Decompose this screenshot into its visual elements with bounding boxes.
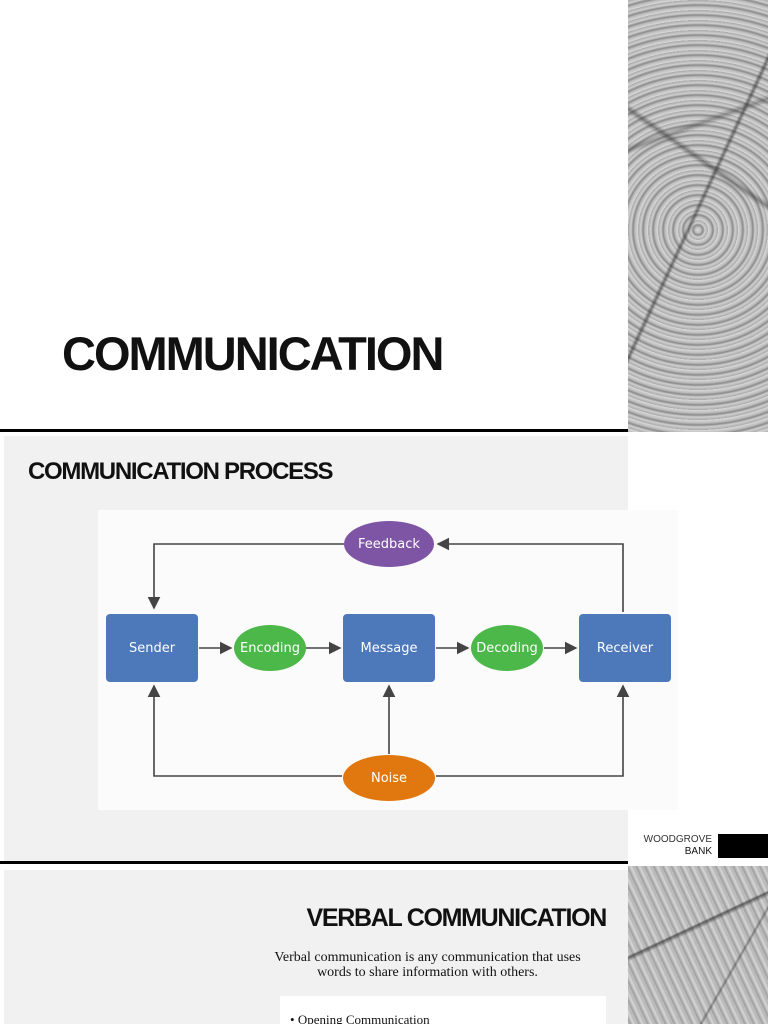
list-item-label: Opening Communication — [297, 1012, 430, 1024]
brand-logo-bar — [718, 834, 768, 858]
node-receiver: Receiver — [579, 614, 671, 682]
brand-name-line1: WOODGROVE — [643, 834, 712, 845]
arrow-noise-to-sender — [147, 684, 342, 777]
separator-2 — [0, 861, 628, 865]
node-decoding: Decoding — [471, 625, 543, 671]
arrow-feedback-to-sender — [147, 543, 344, 610]
node-feedback: Feedback — [344, 521, 434, 567]
leaf-vein-overlay — [628, 866, 768, 1024]
diagram-connectors — [147, 537, 630, 777]
node-message: Message — [343, 614, 435, 682]
slide-verbal-communication: VERBAL COMMUNICATION Verbal communicatio… — [0, 864, 768, 1024]
slide-heading: VERBAL COMMUNICATION — [306, 904, 608, 932]
communication-process-diagram: Feedback Sender Encoding Message Decodin… — [98, 510, 678, 810]
brand-name-line2: BANK — [684, 846, 712, 857]
list-item: • Opening Communication — [290, 1012, 430, 1024]
slide-communication-process: COMMUNICATION PROCESS Feedback Sender En… — [0, 432, 768, 864]
wood-texture-overlay — [628, 0, 768, 432]
node-noise: Noise — [343, 755, 435, 801]
list-card — [280, 996, 606, 1024]
separator-1 — [0, 429, 628, 433]
node-encoding: Encoding — [234, 625, 306, 671]
slide-title-text: COMMUNICATION — [62, 327, 444, 380]
slide-heading: COMMUNICATION PROCESS — [28, 458, 334, 485]
arrow-noise-to-receiver — [436, 684, 630, 777]
arrow-receiver-to-feedback — [436, 537, 624, 612]
slide-title: COMMUNICATION — [0, 0, 768, 432]
slide-description: Verbal communication is any communicatio… — [274, 950, 581, 980]
node-sender: Sender — [106, 614, 198, 682]
